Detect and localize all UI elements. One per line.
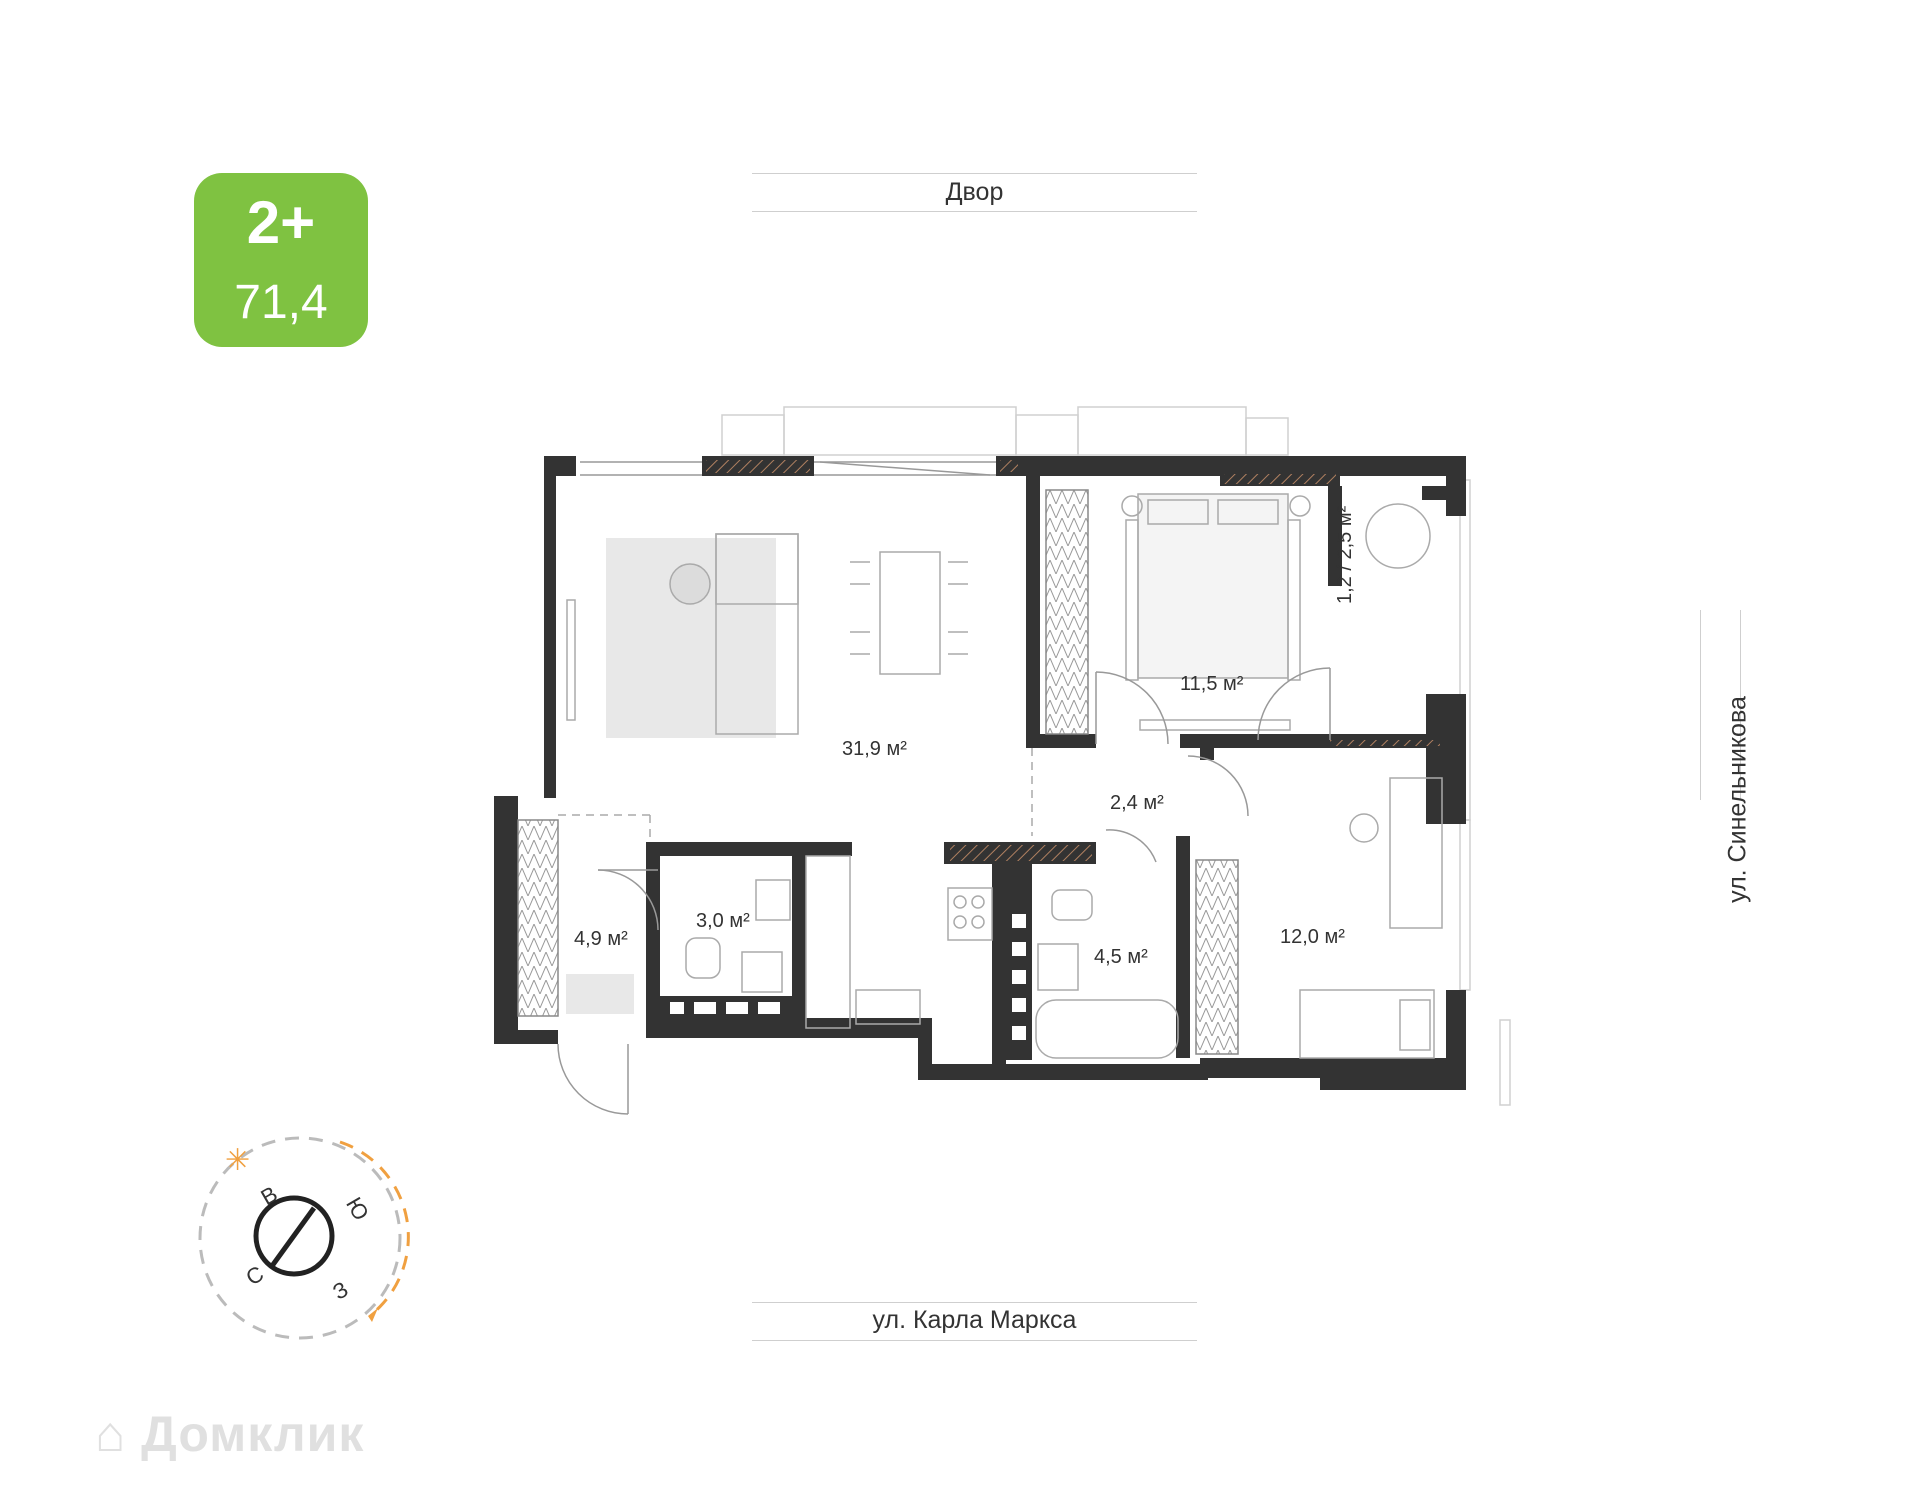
bedroom-furniture <box>1121 493 1431 731</box>
house-icon: ⌂ <box>95 1406 127 1462</box>
room-wc-area: 3,0 м² <box>696 910 750 932</box>
bedroom2-furniture <box>1299 777 1443 1059</box>
room-bedroom2-area: 12,0 м² <box>1280 926 1345 948</box>
room-bedroom-area: 11,5 м² <box>1180 673 1244 695</box>
doors <box>557 667 1331 1115</box>
room-wardrobe-area: 1,2 / 2,5 м² <box>1334 505 1356 604</box>
top-street-line <box>752 173 1197 174</box>
bottom-street-line-2 <box>752 1340 1197 1341</box>
wardrobes <box>517 489 1239 1055</box>
street-top-label: Двор <box>945 178 1004 206</box>
top-street-line-2 <box>752 211 1197 212</box>
bottom-street-line <box>752 1302 1197 1303</box>
bathroom-fixtures <box>685 879 1179 1059</box>
shaft-cells <box>670 914 1026 1040</box>
dashed-divisions <box>558 748 1033 842</box>
room-hall-area: 2,4 м² <box>1110 792 1164 814</box>
domclick-watermark: ⌂ Домклик <box>95 1405 364 1463</box>
watermark-text: Домклик <box>141 1406 365 1462</box>
apartment-badge: 2+ 71,4 <box>194 173 368 347</box>
right-street-line <box>1700 610 1701 800</box>
rooms-count: 2+ <box>246 189 316 256</box>
living-furniture <box>566 533 968 738</box>
right-street-line-2 <box>1740 610 1741 800</box>
total-area: 71,4 <box>234 276 328 329</box>
kitchen-fixtures <box>805 855 993 1029</box>
balcony-mat <box>566 974 634 1014</box>
walls <box>494 456 1466 1090</box>
room-bathroom-area: 4,5 м² <box>1094 946 1148 968</box>
room-balcony-area: 4,9 м² <box>574 928 628 950</box>
room-living-area: 31,9 м² <box>842 738 907 760</box>
street-bottom-label: ул. Карла Маркса <box>872 1306 1077 1334</box>
svg-text:✳: ✳ <box>225 1143 250 1178</box>
hatched-walls <box>706 460 1440 861</box>
compass: ✳ <box>198 1136 410 1340</box>
